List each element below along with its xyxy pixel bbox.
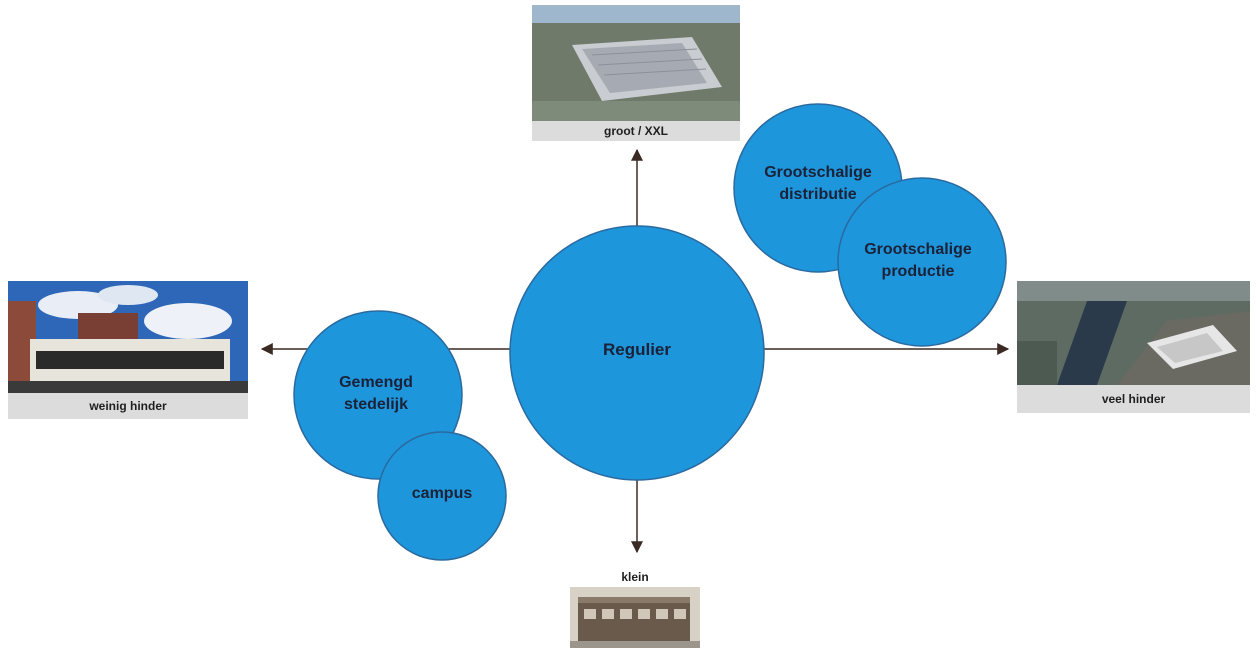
- bubble-campus: [377, 431, 507, 561]
- bubble-regulier: [509, 225, 765, 481]
- label-campus: campus: [411, 485, 473, 502]
- caption-right: veel hinder: [1017, 385, 1250, 413]
- label-grootschalige-distributie: Grootschalige distributie: [764, 164, 872, 203]
- modern-building-icon: [8, 281, 248, 393]
- label-grootschalige-productie: Grootschalige productie: [864, 241, 972, 280]
- harbor-industry-icon: [1017, 281, 1250, 385]
- caption-bottom: klein: [570, 567, 700, 587]
- caption-top: groot / XXL: [532, 121, 740, 141]
- bubble-grootschalige-productie: [837, 177, 1007, 347]
- caption-left: weinig hinder: [8, 393, 248, 419]
- photo-card-left: weinig hinder: [8, 281, 248, 419]
- photo-card-bottom: klein: [570, 567, 700, 648]
- row-building-icon: [570, 587, 700, 648]
- warehouse-aerial-icon: [532, 5, 740, 121]
- label-gemengd-stedelijk: Gemengd stedelijk: [339, 374, 413, 413]
- label-regulier: Regulier: [602, 340, 672, 359]
- photo-card-right: veel hinder: [1017, 281, 1250, 413]
- photo-card-top: groot / XXL: [532, 5, 740, 141]
